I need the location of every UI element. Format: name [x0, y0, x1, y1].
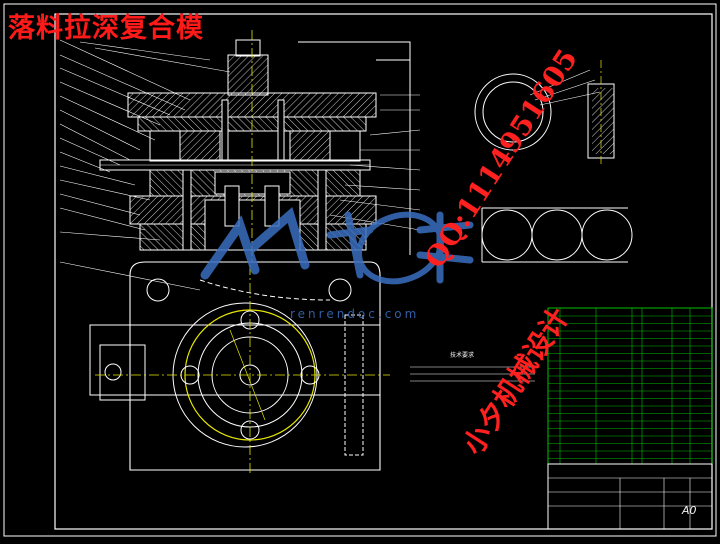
sheet-outer-border [3, 3, 717, 537]
tech-req-heading: 技术要求 [450, 351, 474, 359]
die-section-view [99, 30, 411, 262]
part-leader-lines [59, 39, 421, 291]
bill-of-materials [547, 307, 713, 465]
sheet-size-label: A0 [681, 504, 697, 517]
watermark-logo-icon [200, 207, 474, 285]
watermark: renrendoc.com [200, 207, 474, 321]
technical-requirements: 技术要求 [410, 351, 535, 382]
drawing-title: 落料拉深复合模 [8, 13, 204, 44]
watermark-site: renrendoc.com [290, 307, 419, 321]
part-detail-view [474, 60, 615, 165]
sheet-inner-border [54, 13, 713, 530]
strip-layout-view [481, 207, 633, 263]
die-plan-view [89, 261, 390, 475]
title-block: A0 [547, 463, 713, 530]
